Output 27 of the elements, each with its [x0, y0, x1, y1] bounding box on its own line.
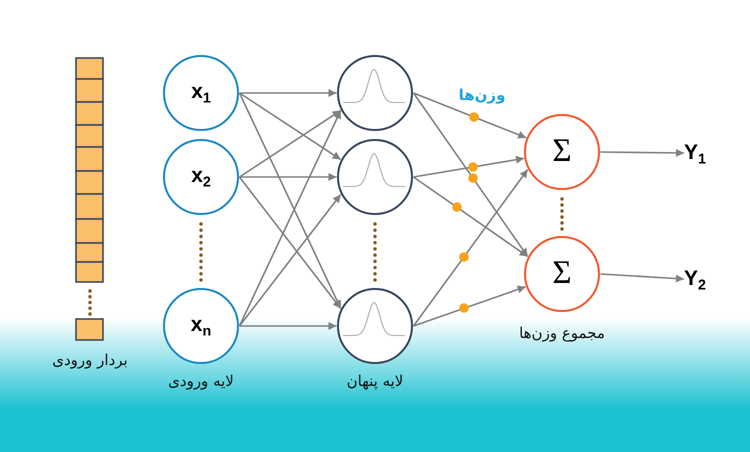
- caption-text: مجموع وزن‌ها: [519, 324, 605, 342]
- caption-text: بردار ورودی: [52, 351, 128, 369]
- caption-text: لایه ورودی: [168, 372, 234, 390]
- arrow: [412, 169, 528, 326]
- arrow: [413, 286, 526, 327]
- arrow: [240, 89, 336, 97]
- output-label: Y$_{1}$: [684, 140, 706, 166]
- arrow: [412, 92, 528, 257]
- arrow: [413, 156, 524, 178]
- arrow: [240, 322, 336, 330]
- arrow: [239, 92, 342, 160]
- summation-node: Σ: [524, 236, 600, 312]
- arrow: [238, 194, 342, 326]
- input-neuron: x$_{2}$: [163, 139, 239, 215]
- arrow: [600, 148, 684, 157]
- input-neuron: x$_{1}$: [163, 55, 239, 131]
- caption-text: لایه پنهان: [346, 372, 404, 390]
- arrow: [238, 176, 342, 309]
- summation-node: Σ: [524, 114, 600, 190]
- arrow: [413, 176, 528, 258]
- annotation-text: وزن‌ها: [458, 86, 506, 104]
- arrow: [240, 173, 336, 181]
- arrow: [600, 273, 684, 283]
- output-label: Y$_{2}$: [684, 266, 706, 292]
- arrow: [239, 110, 342, 178]
- input-neuron: x$_{n}$: [163, 288, 239, 364]
- arrow: [413, 92, 527, 139]
